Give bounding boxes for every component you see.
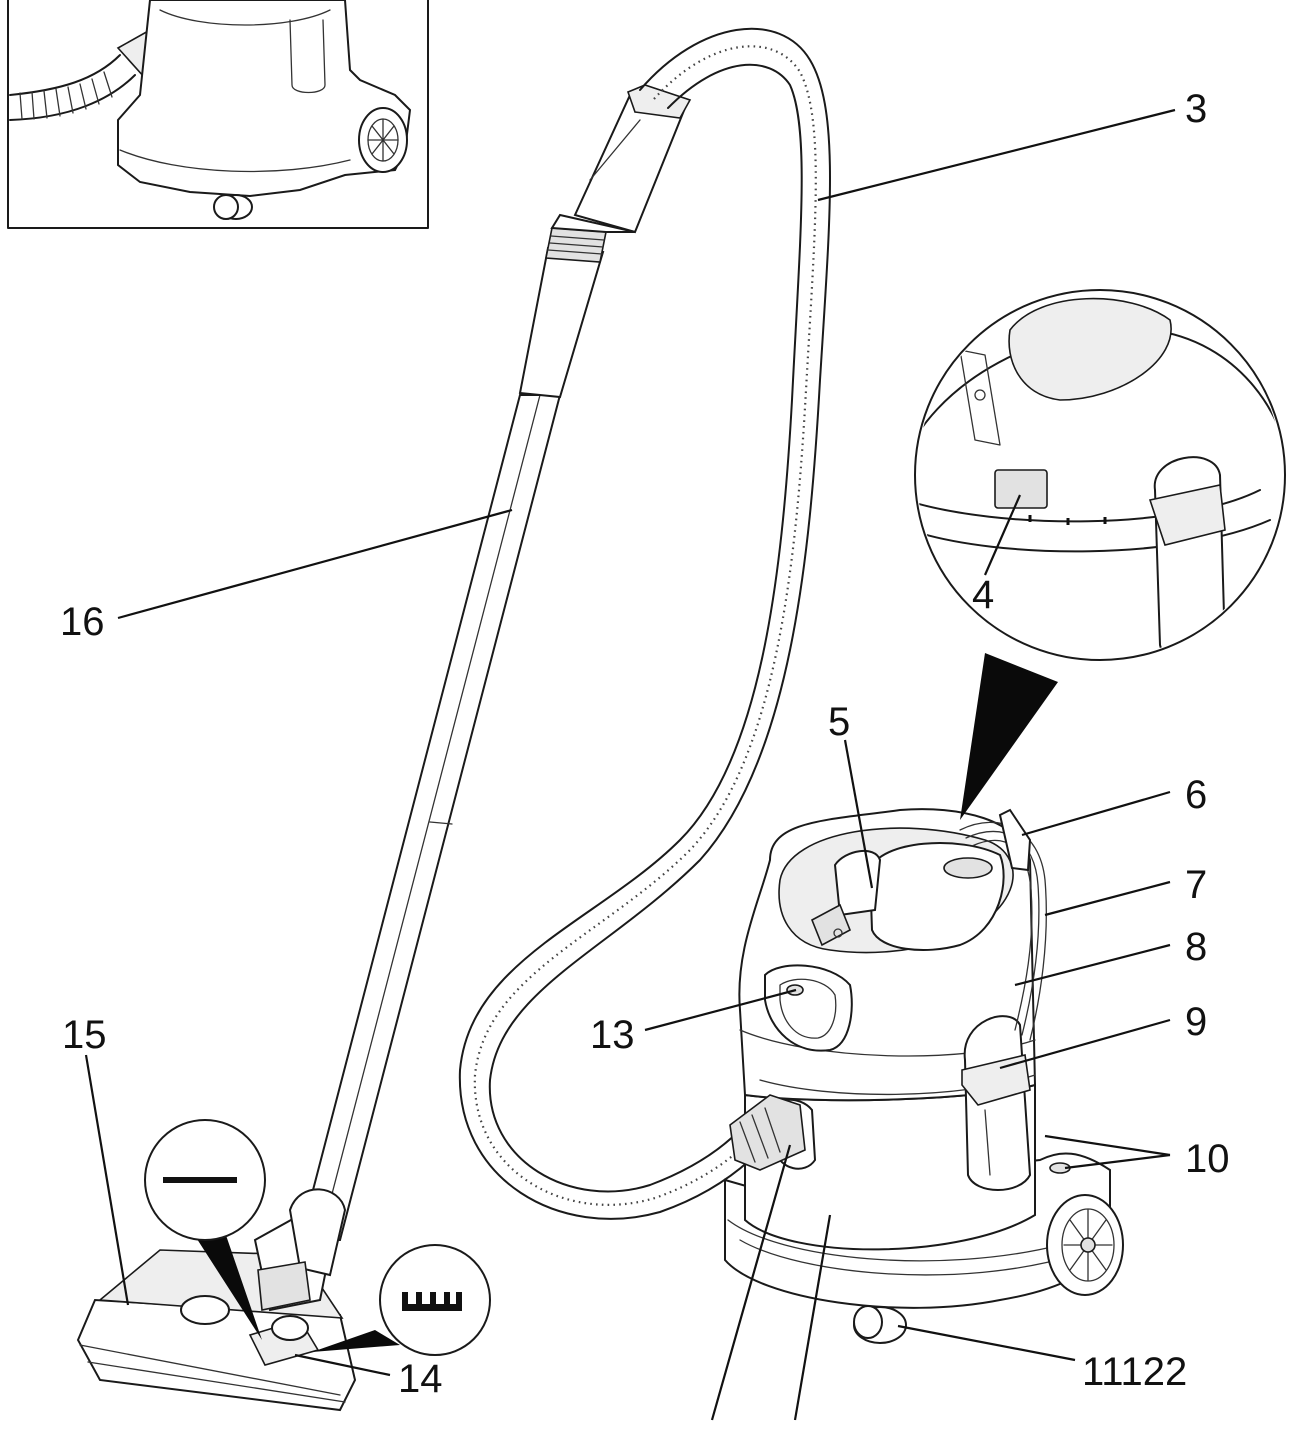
callout-13: 13	[590, 1013, 635, 1057]
leader-8	[1014, 943, 1171, 987]
carpet-pointer	[312, 1330, 400, 1352]
callout-9: 9	[1185, 1000, 1207, 1044]
leader-10b	[1064, 1153, 1171, 1170]
leader-9	[999, 1018, 1171, 1070]
hard-floor-setting-symbol	[144, 1119, 266, 1241]
suction-tube	[298, 84, 692, 1241]
callout-15: 15	[62, 1013, 107, 1057]
leader-16	[117, 508, 513, 620]
carpet-setting-symbol	[379, 1244, 491, 1356]
leader-15	[84, 1054, 130, 1306]
zoom-pointer	[960, 653, 1058, 820]
leader-11122	[897, 1324, 1076, 1362]
leader-3	[817, 108, 1176, 202]
suction-hose	[458, 27, 831, 1220]
callout-4: 4	[972, 573, 994, 617]
leader-6	[1021, 790, 1171, 837]
callout-7: 7	[1185, 863, 1207, 907]
leader-4	[983, 494, 1022, 576]
floor-nozzle	[76, 1188, 357, 1412]
brush-bristles-icon	[402, 1292, 462, 1311]
leader-5	[843, 739, 874, 889]
callout-5: 5	[828, 700, 850, 744]
leader-7	[1044, 880, 1171, 917]
leader-11122-b	[710, 1144, 792, 1421]
callout-16: 16	[60, 600, 105, 644]
zoom-detail-circle	[914, 289, 1286, 820]
inset-detail-view	[7, 0, 429, 229]
leader-13	[644, 988, 797, 1032]
vacuum-body	[724, 808, 1124, 1344]
horizontal-bar-icon	[163, 1177, 237, 1183]
leader-lines	[84, 108, 1176, 1421]
callout-10: 10	[1185, 1137, 1230, 1181]
leader-14	[294, 1353, 391, 1377]
callout-3: 3	[1185, 87, 1207, 131]
callout-11122: 11122	[1082, 1350, 1187, 1394]
callout-labels: 3 4 5 6 7 8 9 10 11122 13 14 15 16	[60, 87, 1230, 1401]
leader-11122-c	[793, 1214, 832, 1421]
callout-6: 6	[1185, 773, 1207, 817]
callout-8: 8	[1185, 925, 1207, 969]
callout-14: 14	[398, 1357, 443, 1401]
leader-10a	[1044, 1134, 1171, 1157]
hard-floor-pointer	[188, 1212, 262, 1340]
